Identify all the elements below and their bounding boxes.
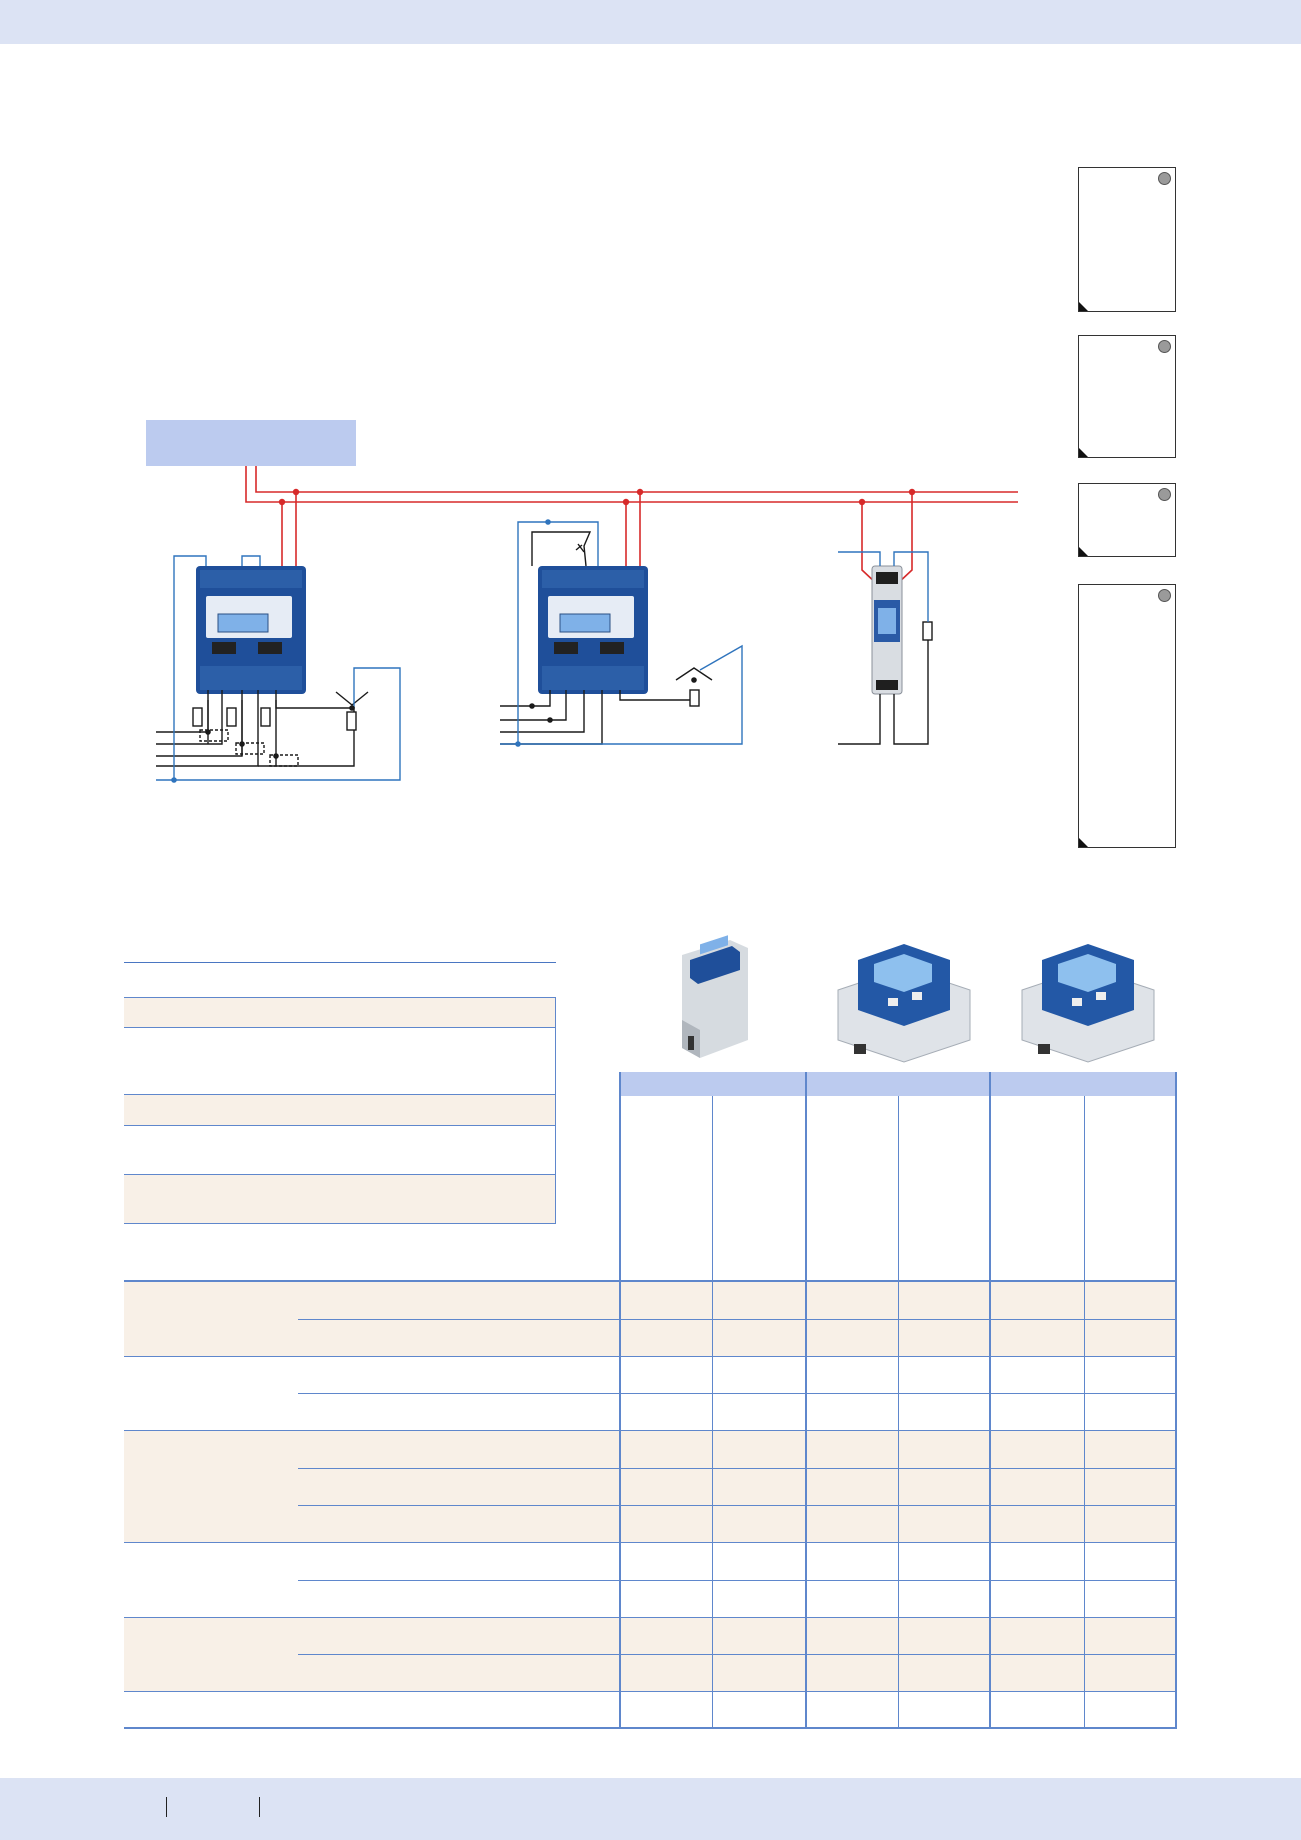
table-rule xyxy=(298,1468,1176,1469)
spec-row xyxy=(124,1027,556,1094)
footer-separator xyxy=(166,1797,167,1817)
table-column-rule xyxy=(712,1096,713,1729)
table-rule xyxy=(298,1654,1176,1655)
table-row xyxy=(124,1281,1176,1319)
corner-marker-icon xyxy=(1079,838,1088,847)
table-rule xyxy=(298,1580,1176,1581)
status-dot-icon xyxy=(1158,589,1171,602)
table-group-header xyxy=(620,1072,1176,1096)
side-note-box xyxy=(1078,335,1176,458)
table-rule xyxy=(298,1505,1176,1506)
side-note-box xyxy=(1078,483,1176,557)
meter-device-icon xyxy=(196,566,306,694)
spec-row xyxy=(124,1174,556,1224)
footer-separator xyxy=(259,1797,260,1817)
table-row xyxy=(124,1617,1176,1654)
spec-row xyxy=(124,1094,556,1125)
meter-device-icon xyxy=(871,565,903,695)
meter1-neutral xyxy=(156,555,401,781)
table-rule xyxy=(298,1393,1176,1394)
wiring-diagram xyxy=(156,466,1018,783)
table-rule xyxy=(298,1319,1176,1320)
corner-marker-icon xyxy=(1079,547,1088,556)
table-column-rule xyxy=(1175,1072,1177,1729)
corner-marker-icon xyxy=(1079,302,1088,311)
product-image-three-phase-a xyxy=(828,930,978,1075)
junction-dot-icon xyxy=(278,488,916,506)
table-rule xyxy=(124,1691,1176,1692)
table-rule xyxy=(124,1430,1176,1431)
table-column-rule xyxy=(898,1096,899,1729)
meter3-neutral xyxy=(838,551,929,622)
meter2-neutral xyxy=(500,521,743,745)
table-row xyxy=(124,1468,1176,1505)
status-dot-icon xyxy=(1158,340,1171,353)
table-rule xyxy=(124,1280,1176,1282)
red-bus xyxy=(245,466,1018,586)
product-image-three-phase-b xyxy=(1012,930,1162,1075)
table-row xyxy=(124,1430,1176,1468)
table-rule xyxy=(124,1617,1176,1618)
table-column-rule xyxy=(1084,1096,1085,1729)
meter-device-icon xyxy=(538,566,648,694)
side-note-box xyxy=(1078,167,1176,312)
side-note-box xyxy=(1078,584,1176,848)
diagram-header-box xyxy=(146,420,356,466)
table-column-rule xyxy=(619,1072,621,1729)
table-row xyxy=(124,1654,1176,1691)
table-rule xyxy=(124,1542,1176,1543)
spec-panel-top-rule xyxy=(124,962,556,963)
status-dot-icon xyxy=(1158,488,1171,501)
table-rule xyxy=(124,1356,1176,1357)
table-row xyxy=(124,1505,1176,1542)
table-column-rule xyxy=(805,1072,807,1729)
spec-row xyxy=(124,1125,556,1174)
status-dot-icon xyxy=(1158,172,1171,185)
table-row xyxy=(124,1319,1176,1356)
product-image-single-phase xyxy=(652,930,772,1075)
corner-marker-icon xyxy=(1079,448,1088,457)
spec-row xyxy=(124,997,556,1027)
table-column-rule xyxy=(989,1072,991,1729)
table-rule xyxy=(124,1727,1176,1729)
switch-icon xyxy=(575,543,585,553)
top-band xyxy=(0,0,1301,44)
bottom-band xyxy=(0,1778,1301,1840)
